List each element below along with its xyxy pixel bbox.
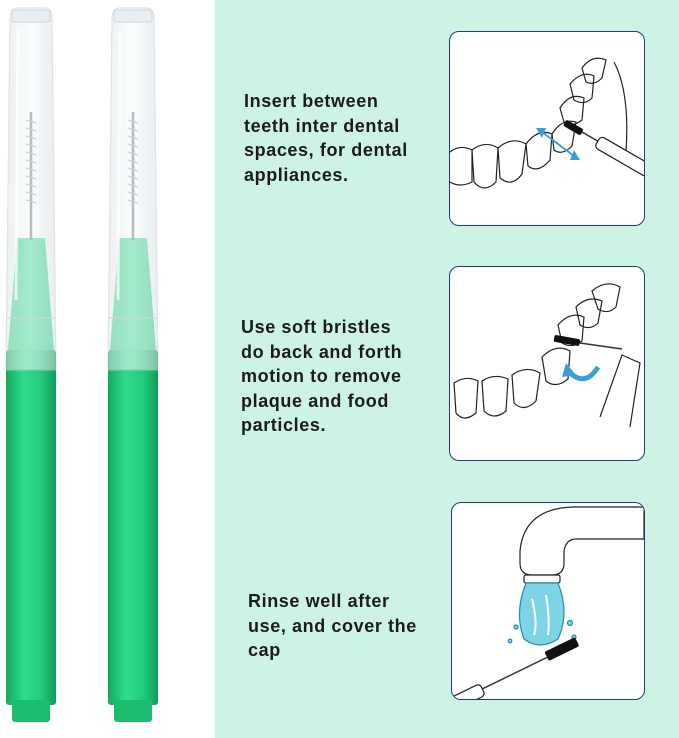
step-3-illustration bbox=[451, 502, 645, 700]
interdental-brush-1 bbox=[5, 7, 57, 722]
step-2-text: Use soft bristles do back and forth moti… bbox=[241, 317, 403, 435]
step-3-text: Rinse well after use, and cover the cap bbox=[248, 591, 417, 660]
product-photo-panel bbox=[0, 0, 215, 738]
step-2-illustration bbox=[449, 266, 645, 461]
interdental-brush-2 bbox=[107, 7, 159, 722]
step-1-illustration bbox=[449, 31, 645, 226]
step-1-text: Insert between teeth inter dental spaces… bbox=[244, 91, 408, 185]
instructions-panel: Insert between teeth inter dental spaces… bbox=[215, 0, 679, 738]
